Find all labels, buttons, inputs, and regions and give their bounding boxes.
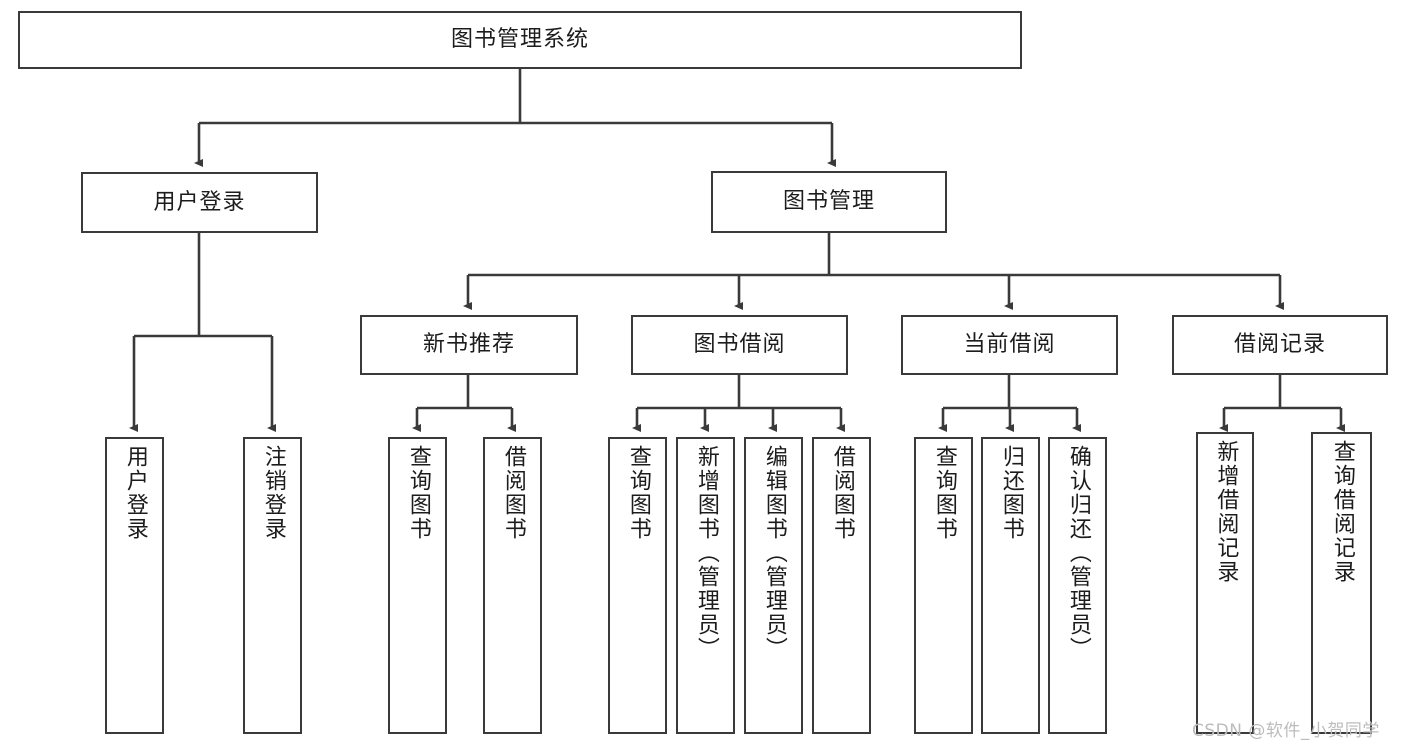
node-label: 注销登录 [260,445,286,541]
node-label: 归还图书 [998,445,1024,541]
node-label: 新书推荐 [422,332,515,357]
node-new-book-recommend[interactable]: 新书推荐 [360,315,578,375]
node-label: 图书借阅 [693,332,786,357]
node-label: 借阅图书 [829,445,855,541]
node-book-management[interactable]: 图书管理 [711,171,947,233]
watermark-text: CSDN @软件_小贺同学 [1192,721,1380,741]
node-book-borrow[interactable]: 图书借阅 [631,315,848,375]
node-label: 查询图书 [625,445,651,541]
node-label: 图书管理 [782,189,875,214]
node-label: 借阅记录 [1233,332,1326,357]
node-current-borrow[interactable]: 当前借阅 [901,315,1118,375]
node-leaf-borrow-book-1[interactable]: 借阅图书 [483,437,542,734]
node-leaf-query-book-3[interactable]: 查询图书 [914,437,973,734]
node-leaf-query-book-1[interactable]: 查询图书 [388,437,447,734]
node-leaf-add-record[interactable]: 新增借阅记录 [1196,432,1254,734]
node-leaf-confirm-return[interactable]: 确认归还（管理员） [1048,437,1107,734]
node-label: 用户登录 [122,445,148,541]
node-leaf-add-book[interactable]: 新增图书（管理员） [676,437,735,734]
node-leaf-query-book-2[interactable]: 查询图书 [608,437,667,734]
node-label: 确认归还（管理员） [1065,445,1091,661]
node-user-login[interactable]: 用户登录 [81,172,318,233]
node-label: 新增图书（管理员） [693,445,719,661]
node-leaf-logout[interactable]: 注销登录 [243,437,302,734]
node-leaf-edit-book[interactable]: 编辑图书（管理员） [744,437,803,734]
node-label: 查询图书 [931,445,957,541]
node-leaf-borrow-book-2[interactable]: 借阅图书 [812,437,871,734]
node-borrow-record[interactable]: 借阅记录 [1172,315,1388,375]
node-label: 用户登录 [153,189,246,215]
node-label: 借阅图书 [500,445,526,541]
node-label: 当前借阅 [963,332,1056,357]
node-root-system[interactable]: 图书管理系统 [18,11,1022,69]
node-leaf-query-record[interactable]: 查询借阅记录 [1311,432,1372,734]
node-leaf-return-book[interactable]: 归还图书 [981,437,1040,734]
node-label: 查询借阅记录 [1329,440,1355,584]
node-label: 编辑图书（管理员） [761,445,787,661]
node-label: 新增借阅记录 [1213,440,1239,584]
node-label: 图书管理系统 [450,27,589,52]
node-leaf-user-login[interactable]: 用户登录 [105,437,164,734]
node-label: 查询图书 [405,445,431,541]
